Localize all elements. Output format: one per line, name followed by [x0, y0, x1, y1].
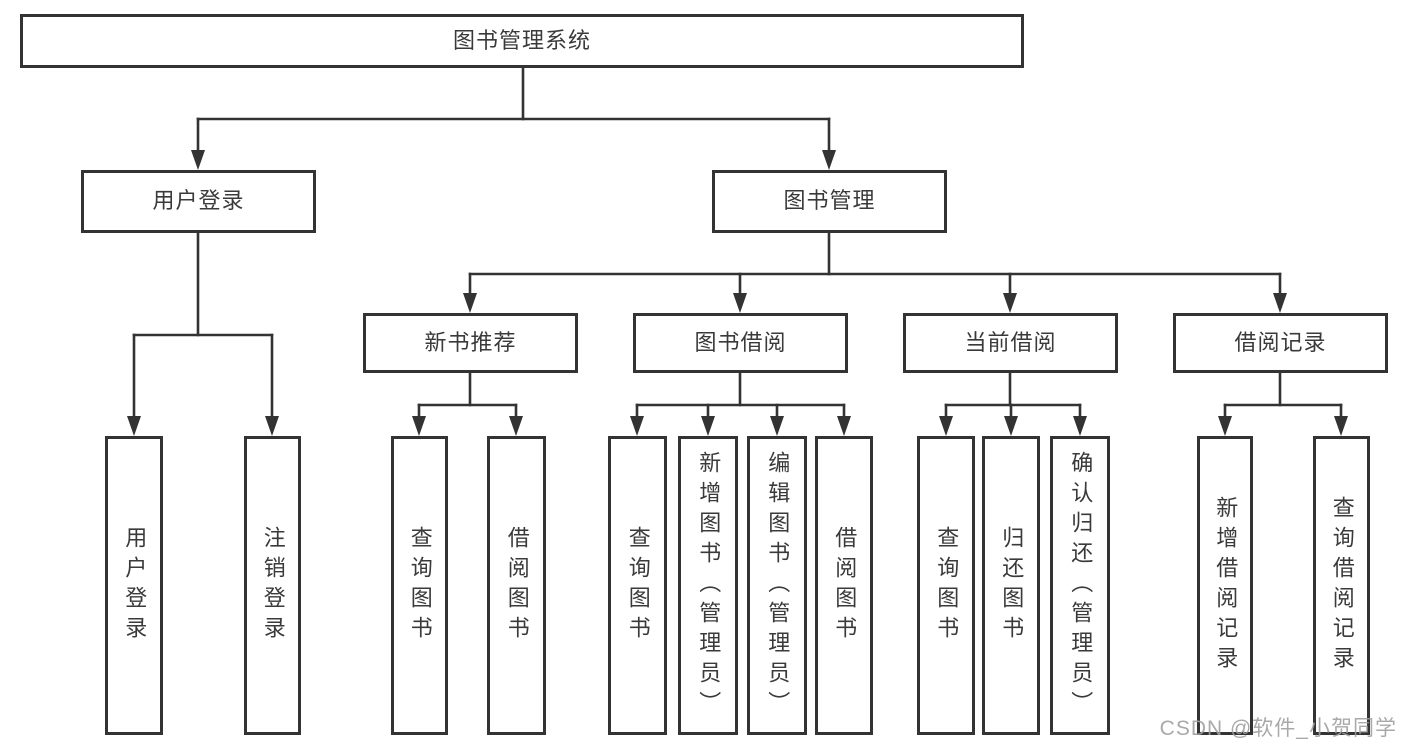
leaf-add-books-admin: 新增图书（管理员）: [678, 436, 738, 735]
node-borrowing-records: 借阅记录: [1173, 313, 1388, 373]
node-user-login: 用户登录: [81, 170, 316, 233]
leaf-borrow-books-recommend: 借阅图书: [487, 436, 546, 735]
leaf-query-books-borrowing: 查询图书: [608, 436, 667, 735]
leaf-user-login: 用户登录: [105, 436, 163, 735]
leaf-query-books-recommend: 查询图书: [391, 436, 448, 735]
leaf-add-borrow-record: 新增借阅记录: [1197, 436, 1253, 735]
leaf-logout-login: 注销登录: [244, 436, 301, 735]
node-book-management: 图书管理: [712, 170, 947, 233]
leaf-confirm-return-admin: 确认归还（管理员）: [1050, 436, 1110, 735]
leaf-edit-books-admin: 编辑图书（管理员）: [747, 436, 807, 735]
leaf-query-books-current: 查询图书: [917, 436, 975, 735]
leaf-borrow-books-borrowing: 借阅图书: [815, 436, 873, 735]
leaf-return-books: 归还图书: [982, 436, 1040, 735]
node-new-book-recommend: 新书推荐: [363, 313, 578, 373]
node-current-borrowing: 当前借阅: [903, 313, 1118, 373]
node-library-system: 图书管理系统: [20, 14, 1024, 68]
leaf-query-borrow-record: 查询借阅记录: [1313, 436, 1370, 735]
watermark: CSDN @软件_小贺同学: [1159, 717, 1397, 740]
node-book-borrowing: 图书借阅: [633, 313, 848, 373]
